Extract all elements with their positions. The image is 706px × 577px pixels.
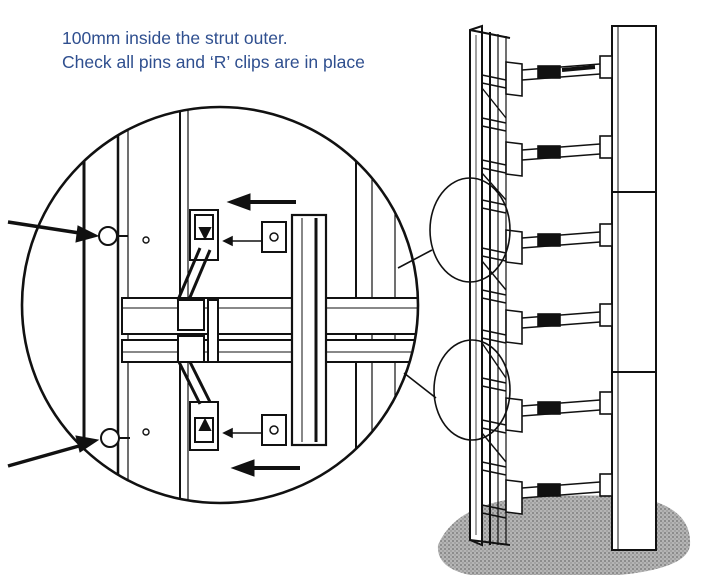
magnifier-circle (20, 105, 420, 505)
caption-line-2: Check all pins and ‘R’ clips are in plac… (62, 52, 365, 72)
arrow-icon (222, 235, 262, 439)
direction-arrows (7, 193, 300, 477)
right-panel-upper (611, 25, 657, 193)
right-panel-middle (611, 191, 657, 373)
pin-icon (98, 226, 130, 448)
right-panel-lower (611, 371, 657, 551)
focus-circle-lower (433, 339, 511, 441)
caption-line-1: 100mm inside the strut outer. (62, 28, 288, 48)
magnified-detail (20, 105, 420, 505)
instruction-caption: 100mm inside the strut outer. Check all … (62, 26, 365, 74)
pointer-line-lower (403, 372, 437, 399)
pointer-line-upper (397, 249, 433, 269)
focus-circle-upper (429, 177, 511, 283)
strut-assembly (397, 24, 657, 551)
